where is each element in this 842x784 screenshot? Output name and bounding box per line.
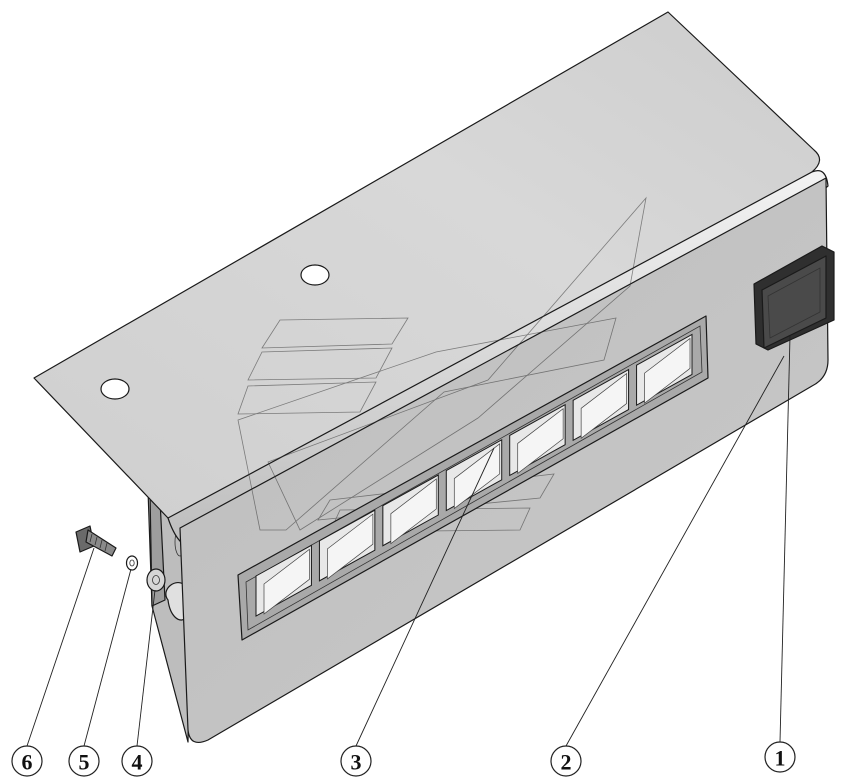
vent-cell-inner [580, 372, 627, 439]
cover-front-face [179, 177, 835, 743]
balloon-6-label: 6 [22, 750, 33, 775]
leader-4 [136, 589, 156, 747]
indicator-lamp [753, 245, 835, 351]
vent-cell-inner [517, 408, 564, 475]
leader-1 [779, 335, 791, 743]
balloon-2-label: 2 [561, 750, 572, 775]
leader-3 [355, 447, 495, 747]
watermark-logo [237, 196, 647, 533]
balloon-1: 1 [764, 741, 796, 773]
leader-2 [565, 355, 785, 747]
screw [75, 525, 117, 557]
balloon-2: 2 [550, 745, 582, 777]
balloon-5: 5 [68, 745, 100, 777]
vent-cell-inner [644, 337, 691, 404]
balloon-4-label: 4 [132, 750, 143, 775]
vent-cells [255, 333, 693, 617]
balloon-5-label: 5 [79, 750, 90, 775]
balloon-3-label: 3 [351, 750, 362, 775]
leader-6 [26, 547, 95, 747]
balloon-1-label: 1 [775, 746, 786, 771]
mounting-hole-lower [100, 378, 130, 400]
balloon-6: 6 [11, 745, 43, 777]
lock-washer [125, 555, 139, 571]
flat-washer [146, 568, 166, 592]
mounting-hole-upper [300, 264, 330, 286]
balloon-4: 4 [121, 745, 153, 777]
vent-window-frame [237, 315, 709, 641]
vent-cell-inner [327, 513, 374, 580]
balloon-3: 3 [340, 745, 372, 777]
vent-cell-inner [263, 548, 310, 615]
leader-lines [26, 335, 791, 747]
vent-cell-inner [390, 478, 437, 545]
leader-5 [83, 568, 132, 747]
